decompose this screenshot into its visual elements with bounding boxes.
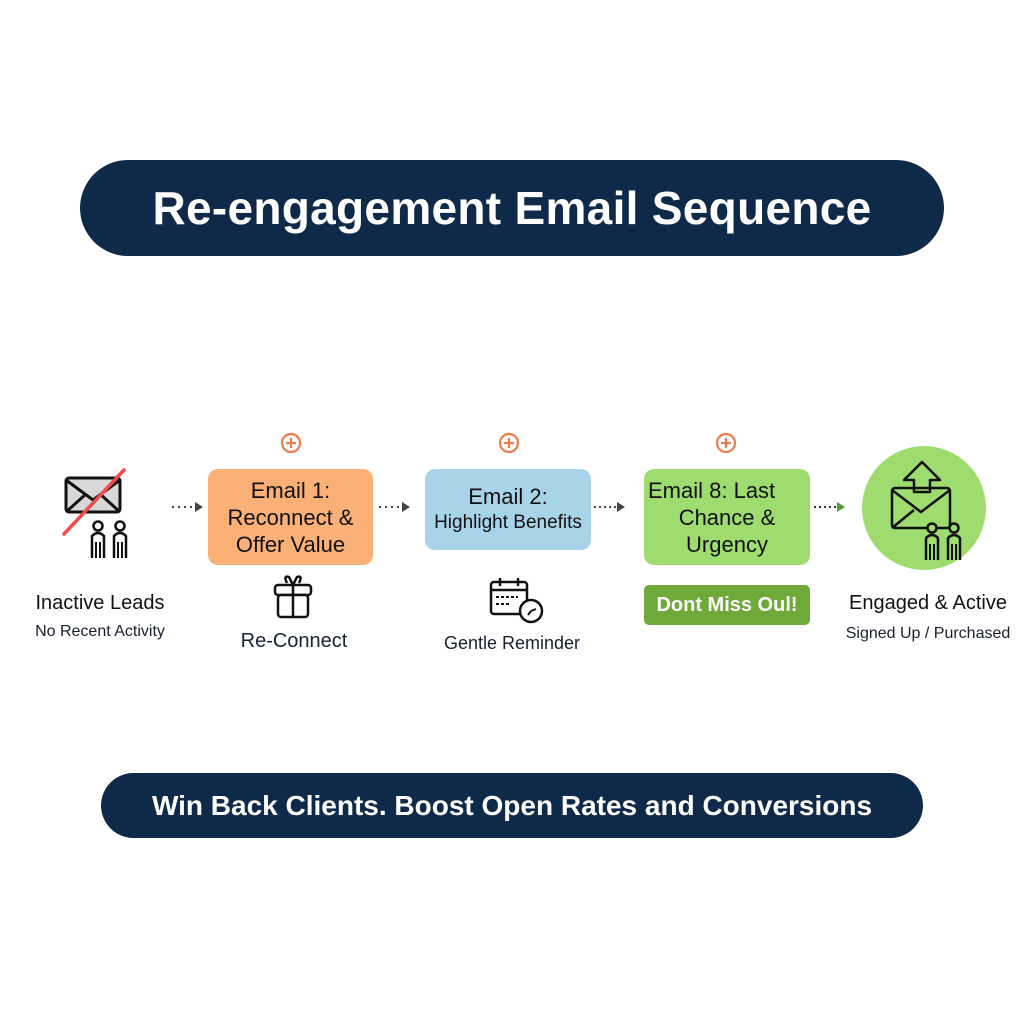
add-circle-icon[interactable] <box>715 432 737 454</box>
email-1-line-2: Reconnect & <box>227 504 354 530</box>
email-8-card[interactable]: Email 8: Last Chance & Urgency <box>644 469 810 565</box>
start-caption: Inactive Leads No Recent Activity <box>14 592 186 641</box>
start-label: Inactive Leads <box>35 592 165 614</box>
email-2-line-1: Email 2: <box>468 483 548 509</box>
flow-arrow <box>814 502 845 512</box>
step-2-caption-text: Gentle Reminder <box>443 633 581 653</box>
end-sublabel: Signed Up / Purchased <box>845 625 1011 642</box>
flow-arrow <box>172 502 203 512</box>
email-upload-with-people-icon <box>890 460 962 560</box>
end-caption: Engaged & Active Signed Up / Purchased <box>830 592 1024 643</box>
engaged-circle <box>862 446 986 570</box>
email-2-line-2: Highlight Benefits <box>434 511 582 533</box>
email-1-card[interactable]: Email 1: Reconnect & Offer Value <box>208 469 373 565</box>
flow-arrow <box>379 502 410 512</box>
title-banner: Re-engagement Email Sequence <box>80 160 944 256</box>
add-circle-icon[interactable] <box>498 432 520 454</box>
email-2-card[interactable]: Email 2: Highlight Benefits <box>425 469 591 550</box>
dont-miss-out-badge[interactable]: Dont Miss Oul! <box>644 585 810 625</box>
add-circle-icon[interactable] <box>280 432 302 454</box>
email-8-line-1: Email 8: Last <box>648 477 776 503</box>
calendar-clock-icon <box>489 578 544 624</box>
footer-banner: Win Back Clients. Boost Open Rates and C… <box>101 773 923 838</box>
footer-tagline: Win Back Clients. Boost Open Rates and C… <box>151 789 873 821</box>
page-title: Re-engagement Email Sequence <box>152 182 872 234</box>
end-label: Engaged & Active <box>849 592 1007 614</box>
email-8-line-2: Chance & <box>678 504 776 530</box>
step-2-caption: Gentle Reminder <box>432 633 592 654</box>
email-1-line-1: Email 1: <box>250 477 331 503</box>
email-1-line-3: Offer Value <box>235 531 346 557</box>
badge-label: Dont Miss Oul! <box>656 593 798 616</box>
step-1-caption: Re-Connect <box>214 630 374 653</box>
email-8-line-3: Urgency <box>686 531 768 557</box>
step-1-caption-text: Re-Connect <box>240 630 348 652</box>
gift-icon <box>273 575 313 619</box>
start-sublabel: No Recent Activity <box>35 623 165 640</box>
crossed-envelope-with-people-icon <box>62 468 128 558</box>
flow-arrow <box>594 502 625 512</box>
